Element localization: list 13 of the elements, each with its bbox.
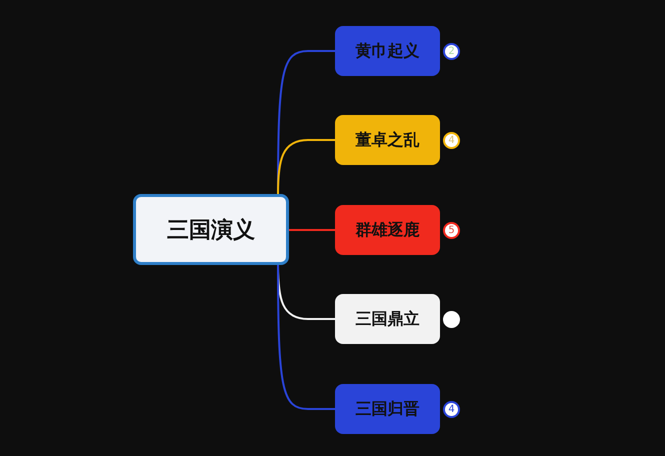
branch-line — [277, 139, 335, 194]
count-badge: 4 — [443, 132, 460, 148]
branch-line — [277, 265, 335, 410]
count-badge: 4 — [443, 400, 460, 418]
count-badge: 2 — [443, 42, 460, 60]
topic-box: 三国鼎立 — [335, 294, 440, 344]
topic-box: 黄巾起义 — [335, 26, 440, 76]
topic-box: 群雄逐鹿 — [335, 205, 440, 255]
topic-box: 董卓之乱 — [335, 115, 440, 165]
central-topic-box: 三国演义 — [133, 194, 289, 265]
count-badge: 5 — [443, 222, 460, 238]
topic-box: 三国归晋 — [335, 384, 440, 434]
branch-line — [289, 229, 335, 231]
